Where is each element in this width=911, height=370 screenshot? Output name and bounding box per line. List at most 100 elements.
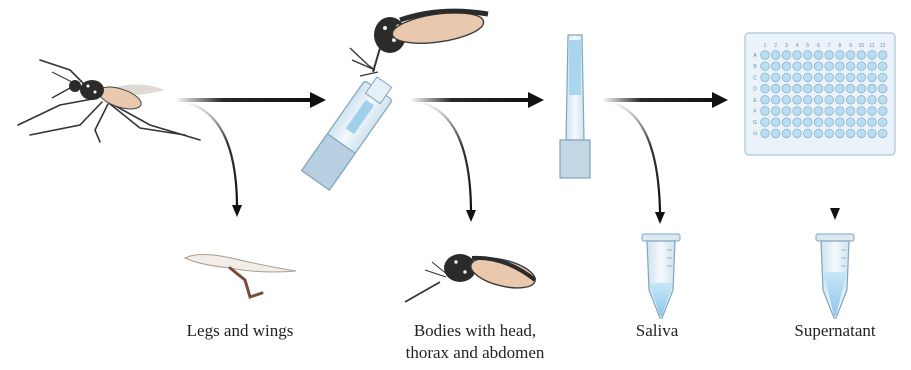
plate-well: [846, 129, 855, 138]
plate-well: [793, 84, 802, 93]
plate-well: [804, 129, 813, 138]
plate-column-label: 6: [817, 43, 820, 49]
plate-well: [836, 84, 845, 93]
plate-well: [836, 129, 845, 138]
plate-well: [857, 84, 866, 93]
plate-well: [761, 96, 770, 105]
arrow-down-1: [180, 101, 242, 217]
plate-well: [846, 96, 855, 105]
plate-well: [814, 84, 823, 93]
plate-well: [804, 107, 813, 116]
plate-well: [804, 73, 813, 82]
plate-well: [782, 107, 791, 116]
plate-well: [857, 62, 866, 71]
plate-well: [868, 73, 877, 82]
label-saliva: Saliva: [612, 320, 702, 342]
plate-well: [793, 62, 802, 71]
label-legs-and-wings: Legs and wings: [165, 320, 315, 342]
plate-well: [878, 129, 887, 138]
plate-well: [878, 118, 887, 127]
plate-well: [793, 51, 802, 60]
label-bodies-line1: Bodies with head,: [380, 320, 570, 342]
plate-well: [761, 118, 770, 127]
plate-well: [782, 84, 791, 93]
plate-well: [868, 51, 877, 60]
plate-well: [868, 118, 877, 127]
plate-well: [846, 51, 855, 60]
plate-well: [836, 51, 845, 60]
plate-well: [761, 84, 770, 93]
plate-well: [846, 84, 855, 93]
plate-well: [857, 96, 866, 105]
plate-well: [857, 51, 866, 60]
plate-well: [771, 96, 780, 105]
plate-well: [825, 51, 834, 60]
plate-well: [771, 51, 780, 60]
legs-wings-icon: [185, 254, 296, 297]
plate-well: [793, 118, 802, 127]
plate-well: [782, 129, 791, 138]
plate-column-label: 1: [764, 43, 767, 49]
plate-well: [814, 129, 823, 138]
plate-well: [846, 73, 855, 82]
plate-well: [814, 118, 823, 127]
plate-well: [825, 129, 834, 138]
plate-well: [825, 62, 834, 71]
plate-well: [878, 73, 887, 82]
plate-well: [878, 51, 887, 60]
plate-well: [771, 84, 780, 93]
plate-well: [804, 51, 813, 60]
plate-well: [793, 107, 802, 116]
plate-well: [814, 107, 823, 116]
plate-well: [868, 62, 877, 71]
plate-well: [836, 73, 845, 82]
plate-well: [761, 62, 770, 71]
arrow-down-4: [830, 178, 840, 220]
plate-well: [846, 118, 855, 127]
plate-well: [771, 129, 780, 138]
plate-row-label: G: [753, 120, 757, 126]
plate-well: [878, 96, 887, 105]
plate-well: [761, 51, 770, 60]
plate-well: [793, 73, 802, 82]
plate-well: [868, 129, 877, 138]
plate-column-label: 7: [828, 43, 831, 49]
plate-well: [857, 118, 866, 127]
plate-well: [878, 107, 887, 116]
plate-well: [804, 62, 813, 71]
plate-column-label: 8: [839, 43, 842, 49]
plate-well: [804, 118, 813, 127]
plate-well: [782, 62, 791, 71]
plate-well: [868, 96, 877, 105]
plate-column-label: 5: [806, 43, 809, 49]
plate-row-label: C: [753, 75, 757, 81]
plate-well: [825, 107, 834, 116]
pipette-tip-icon: [560, 35, 590, 178]
plate-column-label: 11: [869, 43, 874, 49]
plate-well: [836, 118, 845, 127]
plate-well: [782, 51, 791, 60]
plate-well: [804, 84, 813, 93]
plate-well: [868, 107, 877, 116]
plate-well: [868, 84, 877, 93]
well-plate-icon: 123456789101112 ABCDEFGH: [745, 33, 895, 155]
label-supernatant: Supernatant: [775, 320, 895, 342]
plate-well: [761, 129, 770, 138]
arrow-down-2: [415, 101, 476, 222]
plate-well: [825, 73, 834, 82]
plate-well: [825, 96, 834, 105]
plate-well: [793, 129, 802, 138]
plate-well: [782, 118, 791, 127]
plate-column-label: 2: [774, 43, 777, 49]
plate-well: [814, 51, 823, 60]
plate-well: [771, 118, 780, 127]
whole-mosquito-icon: [18, 60, 200, 142]
plate-well: [836, 96, 845, 105]
label-bodies-line2: thorax and abdomen: [380, 342, 570, 364]
plate-well: [782, 96, 791, 105]
plate-well: [793, 96, 802, 105]
plate-well: [771, 62, 780, 71]
plate-well: [836, 62, 845, 71]
plate-well: [814, 96, 823, 105]
